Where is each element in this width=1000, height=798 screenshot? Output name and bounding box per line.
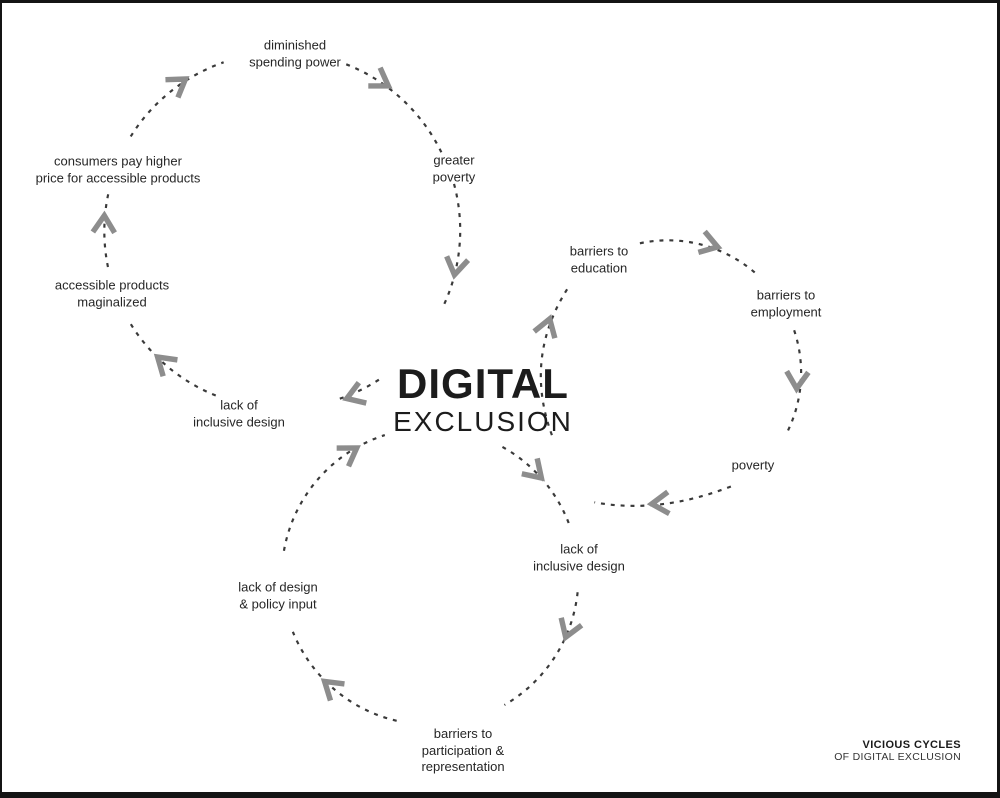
cycle-arc [291, 631, 397, 722]
title-line-digital: DIGITAL [397, 360, 569, 408]
arrow-chevron [697, 229, 723, 255]
node-lack-of-inclusive-design-right: lack of inclusive design [533, 541, 625, 573]
caption-line-1: VICIOUS CYCLES [862, 739, 961, 751]
node-barriers-to-education: barriers to education [569, 243, 629, 275]
node-consumers-pay-higher: consumers pay higher price for accessibl… [35, 153, 201, 185]
arrow-chevron [165, 76, 190, 99]
cycle-arc [334, 378, 380, 402]
arrow-chevron [368, 66, 393, 89]
cycles-artwork [90, 61, 811, 722]
node-poverty: poverty [731, 457, 775, 473]
arrow-chevron [320, 678, 345, 702]
arrow-chevron [521, 457, 545, 482]
diagram-title: DIGITAL EXCLUSION [393, 363, 573, 439]
cycle-arc [594, 485, 732, 507]
title-line-exclusion: EXCLUSION [393, 406, 573, 438]
cycle-arc [129, 61, 225, 138]
arrow-chevron [646, 489, 671, 516]
cycle-arc [639, 239, 760, 277]
node-lack-of-design-policy-input: lack of design & policy input [238, 579, 318, 611]
arrow-chevron [153, 353, 178, 378]
node-diminished-spending-power: diminished spending power [249, 37, 341, 69]
arrow-chevron [532, 314, 558, 339]
cycle-arc [282, 434, 386, 551]
arrow-chevron [558, 617, 584, 642]
node-accessible-products-marginalized: accessible products maginalized [54, 277, 170, 309]
arrow-chevron [336, 445, 361, 468]
arrow-chevron [342, 380, 367, 406]
cycle-arc [103, 190, 111, 268]
cycle-arc [501, 445, 570, 524]
caption: VICIOUS CYCLES OF DIGITAL EXCLUSION [834, 739, 961, 763]
cycle-arc [503, 592, 579, 706]
cycle-arc [441, 183, 462, 309]
node-lack-of-inclusive-design-left: lack of inclusive design [193, 397, 285, 429]
cycle-arc [128, 321, 217, 397]
arrow-chevron [90, 210, 117, 235]
arrow-chevron [784, 369, 811, 394]
caption-line-2: OF DIGITAL EXCLUSION [834, 751, 961, 763]
cycle-arc [785, 329, 803, 435]
arrow-chevron [444, 255, 471, 280]
node-barriers-to-employment: barriers to employment [750, 287, 822, 319]
node-barriers-to-participation: barriers to participation & representati… [421, 726, 505, 775]
cycle-arc [345, 63, 446, 159]
node-greater-poverty: greater poverty [432, 152, 476, 184]
